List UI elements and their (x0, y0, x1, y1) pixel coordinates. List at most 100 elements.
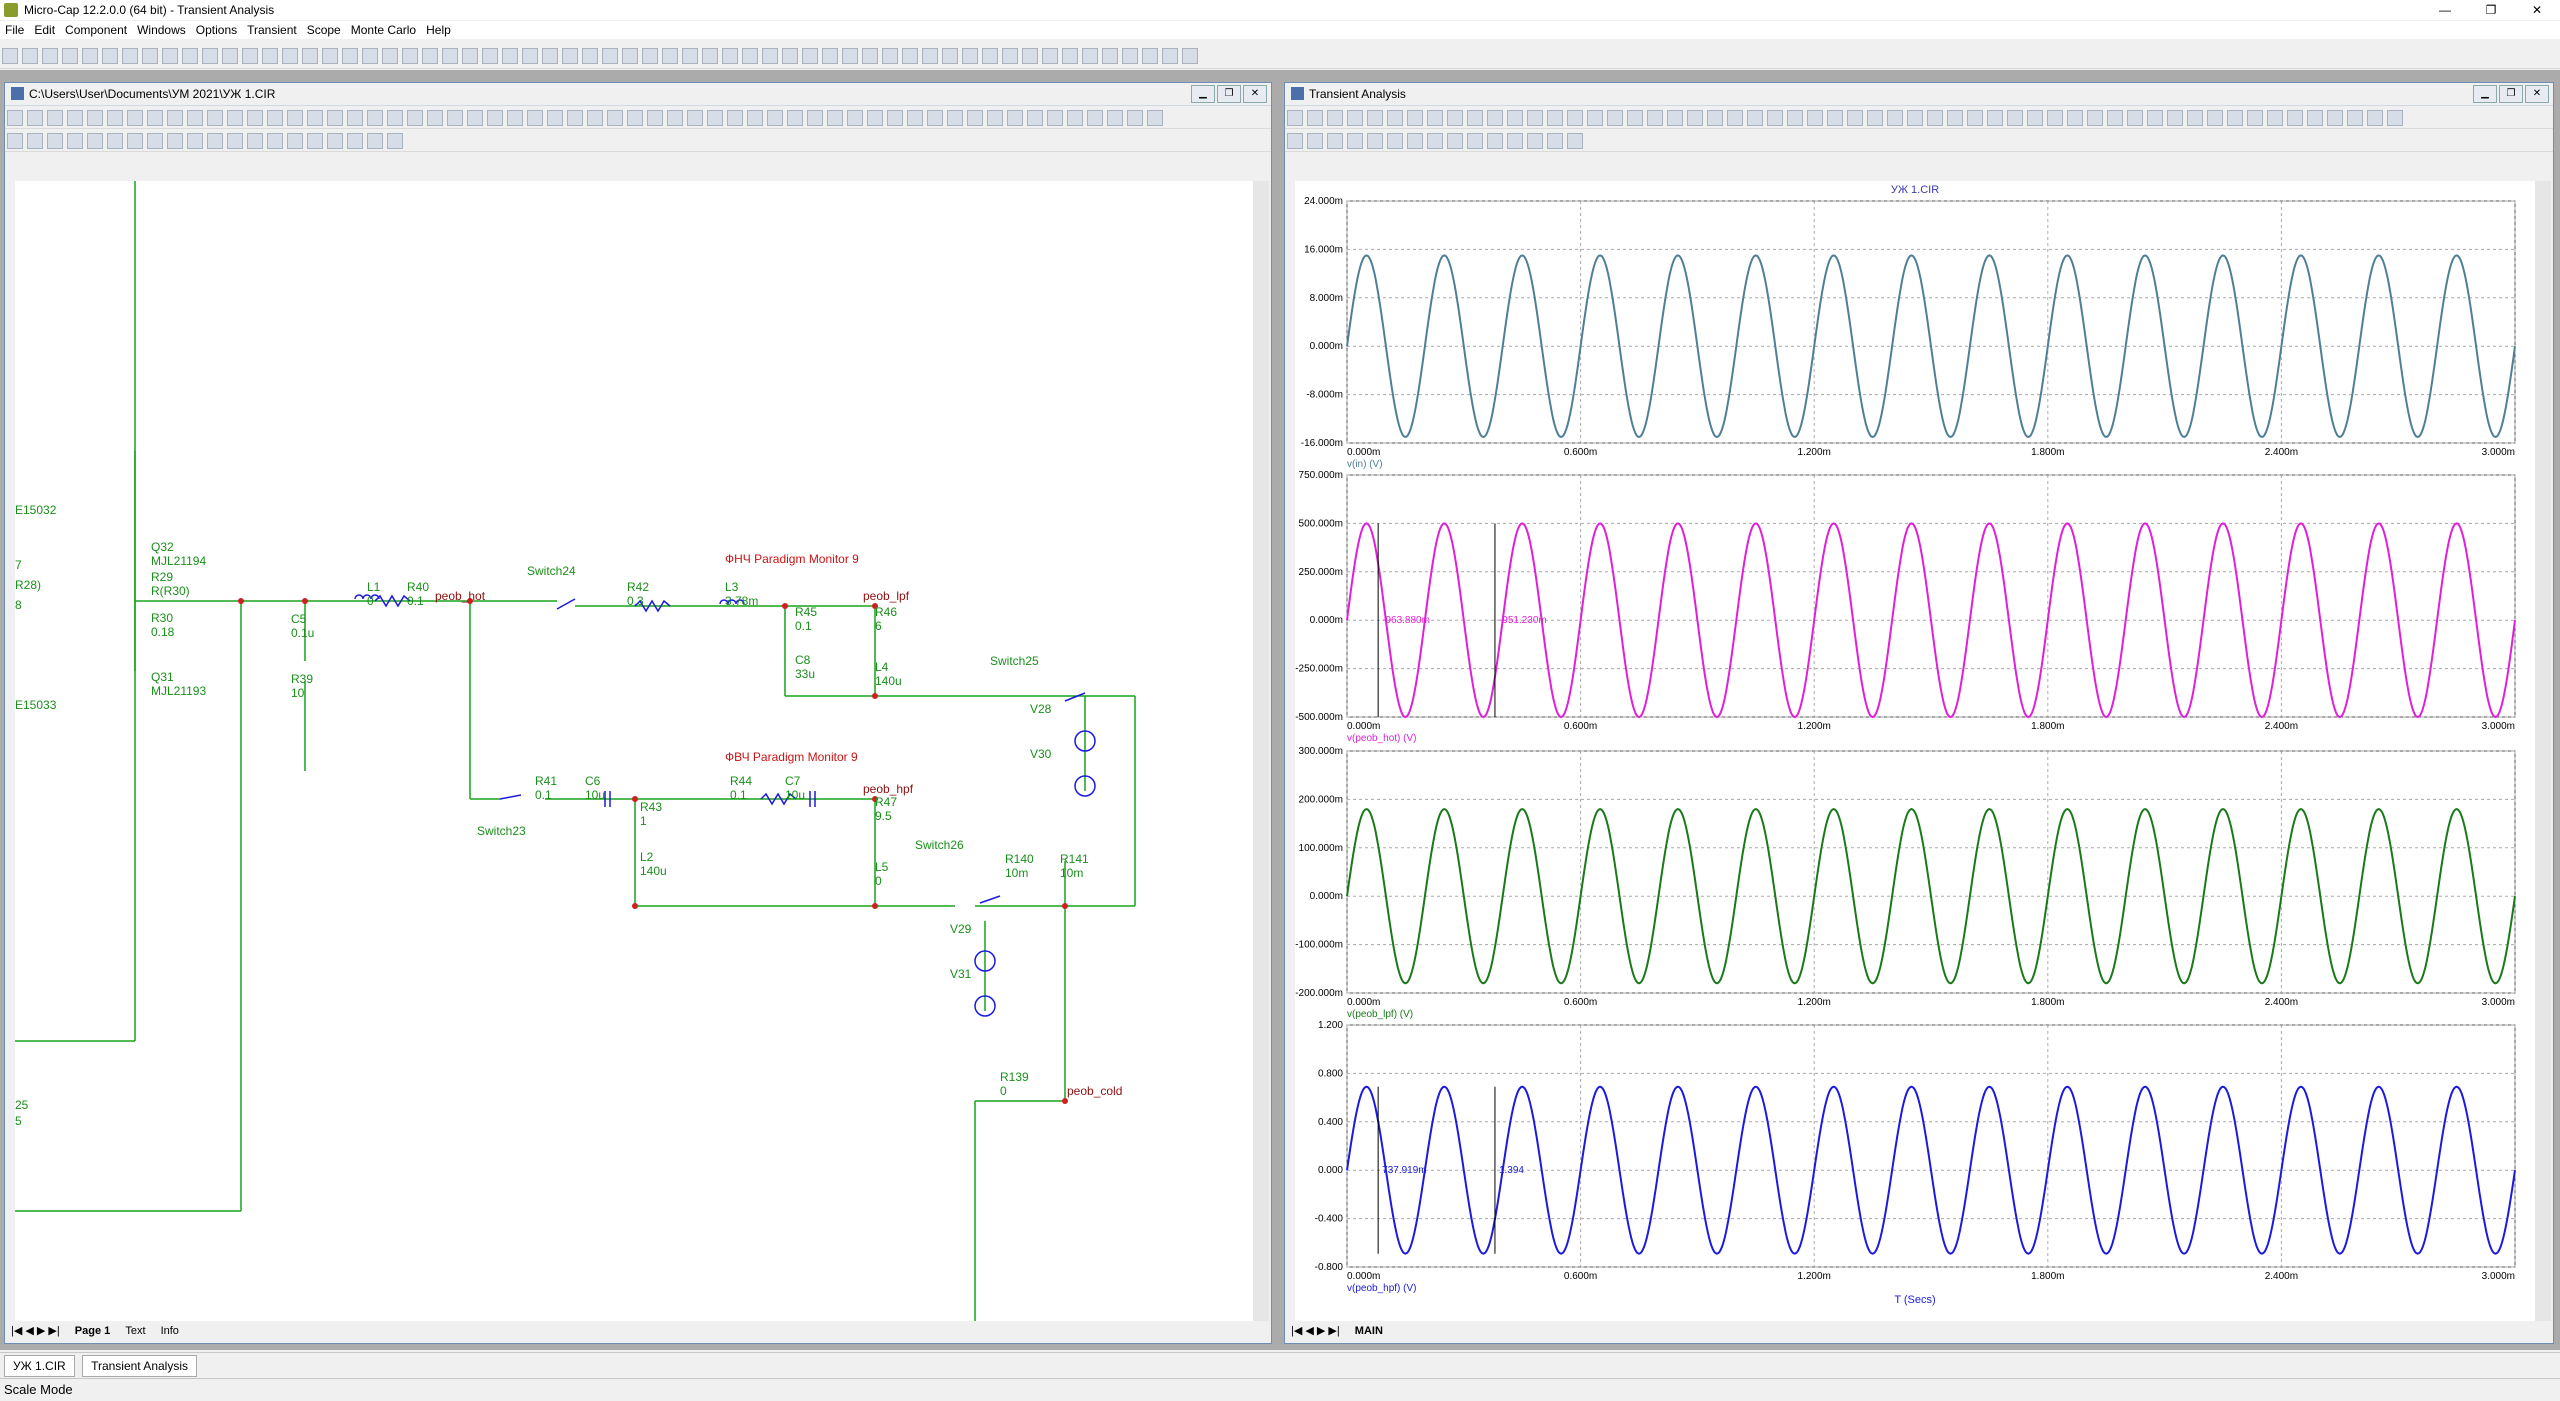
schematic-tool-button-20[interactable] (387, 110, 403, 126)
main-toolbar-button-26[interactable] (502, 48, 518, 64)
schematic-format-button-7[interactable] (127, 133, 143, 149)
schematic-format-button-12[interactable] (227, 133, 243, 149)
main-toolbar-button-38[interactable] (742, 48, 758, 64)
main-toolbar-button-25[interactable] (482, 48, 498, 64)
analysis-format-button-4[interactable] (1347, 133, 1363, 149)
schematic-format-button-15[interactable] (287, 133, 303, 149)
component-ref-r43[interactable]: R43 (640, 800, 662, 814)
main-toolbar-button-57[interactable] (1122, 48, 1138, 64)
schematic-format-button-3[interactable] (47, 133, 63, 149)
schematic-format-button-16[interactable] (307, 133, 323, 149)
analysis-tool-button-22[interactable] (1707, 110, 1723, 126)
schematic-tool-button-25[interactable] (487, 110, 503, 126)
analysis-format-button-7[interactable] (1407, 133, 1423, 149)
schematic-format-button-2[interactable] (27, 133, 43, 149)
analysis-tool-button-10[interactable] (1467, 110, 1483, 126)
child-restore-button[interactable]: ❐ (1217, 85, 1241, 103)
schematic-format-button-8[interactable] (147, 133, 163, 149)
menu-transient[interactable]: Transient (247, 23, 297, 37)
schematic-tool-button-40[interactable] (787, 110, 803, 126)
schematic-tool-button-56[interactable] (1107, 110, 1123, 126)
schematic-tool-button-21[interactable] (407, 110, 423, 126)
analysis-tool-button-29[interactable] (1847, 110, 1863, 126)
schematic-format-button-20[interactable] (387, 133, 403, 149)
analysis-format-button-11[interactable] (1487, 133, 1503, 149)
analysis-tool-button-39[interactable] (2047, 110, 2063, 126)
analysis-tool-button-53[interactable] (2327, 110, 2343, 126)
schematic-tool-button-51[interactable] (1007, 110, 1023, 126)
analysis-tool-button-14[interactable] (1547, 110, 1563, 126)
analysis-tool-button-42[interactable] (2107, 110, 2123, 126)
analysis-tool-button-19[interactable] (1647, 110, 1663, 126)
schematic-tool-button-12[interactable] (227, 110, 243, 126)
menu-component[interactable]: Component (65, 23, 128, 37)
main-toolbar-button-33[interactable] (642, 48, 658, 64)
doc-tab-transient[interactable]: Transient Analysis (82, 1355, 197, 1377)
analysis-tool-button-35[interactable] (1967, 110, 1983, 126)
main-toolbar-button-1[interactable] (2, 48, 18, 64)
analysis-tool-button-16[interactable] (1587, 110, 1603, 126)
component-ref-c5[interactable]: C5 (291, 612, 307, 626)
component-ref-r139[interactable]: R139 (1000, 1070, 1029, 1084)
main-toolbar-button-53[interactable] (1042, 48, 1058, 64)
main-toolbar-button-31[interactable] (602, 48, 618, 64)
schematic-tool-button-39[interactable] (767, 110, 783, 126)
main-toolbar-button-13[interactable] (242, 48, 258, 64)
analysis-tool-button-46[interactable] (2187, 110, 2203, 126)
component-ref-l3[interactable]: L3 (725, 580, 739, 594)
schematic-tool-button-11[interactable] (207, 110, 223, 126)
schematic-tool-button-28[interactable] (547, 110, 563, 126)
main-toolbar-button-47[interactable] (922, 48, 938, 64)
analysis-format-button-14[interactable] (1547, 133, 1563, 149)
schematic-tool-button-17[interactable] (327, 110, 343, 126)
analysis-format-button-10[interactable] (1467, 133, 1483, 149)
main-toolbar-button-30[interactable] (582, 48, 598, 64)
analysis-format-button-2[interactable] (1307, 133, 1323, 149)
close-button[interactable]: ✕ (2531, 3, 2543, 17)
component-ref-c8[interactable]: C8 (795, 653, 811, 667)
analysis-tool-button-54[interactable] (2347, 110, 2363, 126)
schematic-tool-button-38[interactable] (747, 110, 763, 126)
component-ref-switch26[interactable]: Switch26 (915, 838, 964, 852)
component-ref-r141[interactable]: R141 (1060, 852, 1089, 866)
main-toolbar-button-16[interactable] (302, 48, 318, 64)
analysis-tool-button-25[interactable] (1767, 110, 1783, 126)
schematic-format-button-1[interactable] (7, 133, 23, 149)
schematic-tool-button-54[interactable] (1067, 110, 1083, 126)
main-toolbar-button-29[interactable] (562, 48, 578, 64)
main-toolbar-button-6[interactable] (102, 48, 118, 64)
main-toolbar-button-32[interactable] (622, 48, 638, 64)
analysis-tool-button-50[interactable] (2267, 110, 2283, 126)
main-toolbar-button-43[interactable] (842, 48, 858, 64)
menu-monte-carlo[interactable]: Monte Carlo (350, 23, 417, 37)
main-toolbar-button-48[interactable] (942, 48, 958, 64)
component-ref-q31[interactable]: Q31 (151, 670, 174, 684)
main-toolbar-button-45[interactable] (882, 48, 898, 64)
schematic-tool-button-52[interactable] (1027, 110, 1043, 126)
analysis-nav-arrows-icon[interactable]: |◀ ◀ ▶ ▶| (1291, 1325, 1340, 1337)
nav-arrows-icon[interactable]: |◀ ◀ ▶ ▶| (11, 1325, 60, 1337)
analysis-vscroll[interactable] (2535, 181, 2551, 1321)
component-ref-v30[interactable]: V30 (1030, 747, 1052, 761)
analysis-tool-button-48[interactable] (2227, 110, 2243, 126)
schematic-tool-button-42[interactable] (827, 110, 843, 126)
tab-text[interactable]: Text (125, 1325, 146, 1337)
main-toolbar-button-20[interactable] (382, 48, 398, 64)
component-ref-r40[interactable]: R40 (407, 580, 429, 594)
component-ref-switch23[interactable]: Switch23 (477, 824, 526, 838)
schematic-tool-button-4[interactable] (67, 110, 83, 126)
analysis-tool-button-44[interactable] (2147, 110, 2163, 126)
schematic-tool-button-57[interactable] (1127, 110, 1143, 126)
main-toolbar-button-3[interactable] (42, 48, 58, 64)
maximize-button[interactable]: ❐ (2485, 3, 2497, 17)
main-toolbar-button-39[interactable] (762, 48, 778, 64)
analysis-tool-button-28[interactable] (1827, 110, 1843, 126)
main-toolbar-button-12[interactable] (222, 48, 238, 64)
analysis-tool-button-6[interactable] (1387, 110, 1403, 126)
schematic-tool-button-34[interactable] (667, 110, 683, 126)
component-ref-c6[interactable]: C6 (585, 774, 601, 788)
main-toolbar-button-9[interactable] (162, 48, 178, 64)
component-ref-l2[interactable]: L2 (640, 850, 654, 864)
schematic-tool-button-44[interactable] (867, 110, 883, 126)
component-ref-l1[interactable]: L1 (367, 580, 381, 594)
